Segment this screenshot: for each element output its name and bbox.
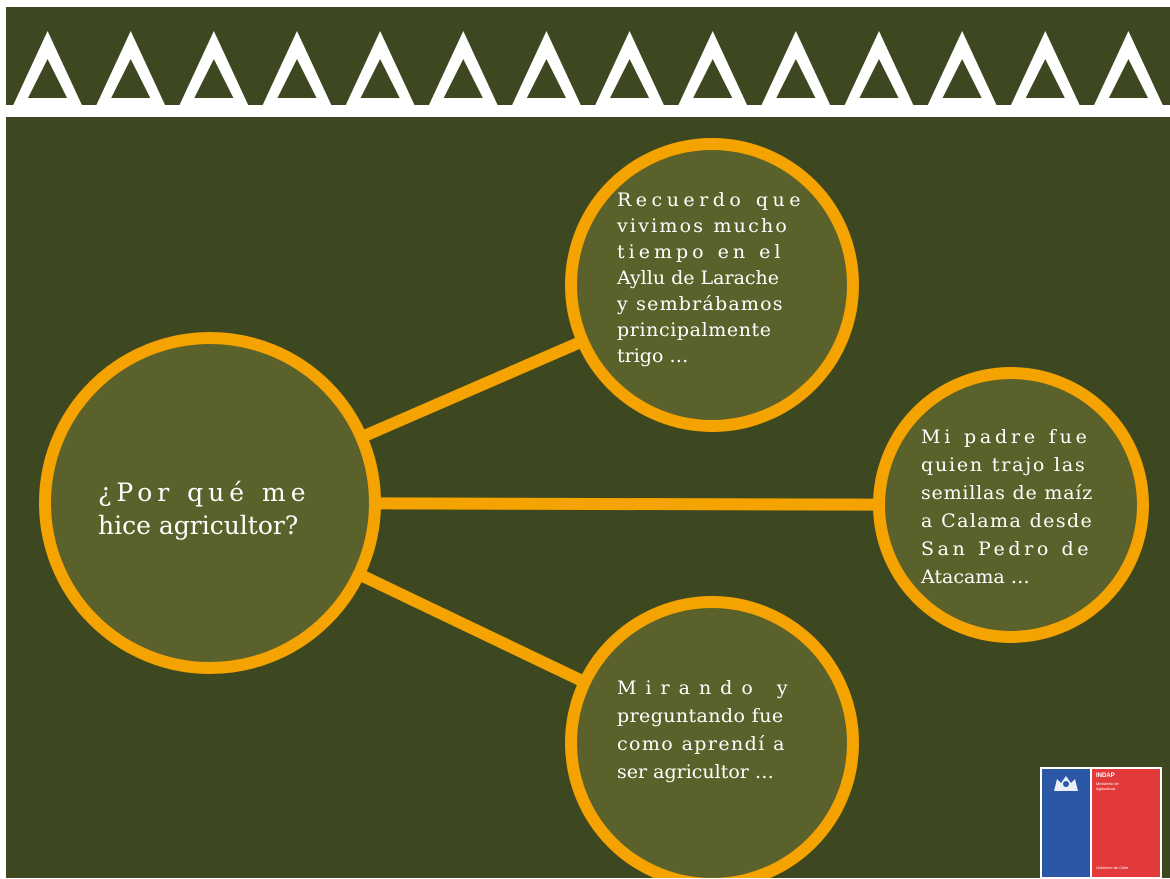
- border-triangle-hole: [526, 59, 566, 98]
- branch-node-3-text: Mirando y preguntando fue como aprendí a…: [617, 679, 807, 791]
- indap-logo: INDAP Ministerio de Agricultura Gobierno…: [1040, 767, 1162, 879]
- branch-2-line-4: a Calama desde: [921, 510, 1094, 532]
- logo-footer: Gobierno de Chile: [1096, 865, 1129, 870]
- border-triangle-hole: [443, 59, 483, 98]
- border-triangle-hole: [693, 59, 733, 98]
- branch-node-1-circle: [565, 138, 859, 432]
- branch-node-2-text: Mi padre fue quien trajo las semillas de…: [921, 428, 1111, 596]
- branch-2-line-5: San Pedro de: [921, 538, 1093, 560]
- branch-node-3-circle: [565, 596, 859, 878]
- border-triangle-hole: [360, 59, 400, 98]
- logo-subtitle: Ministerio de Agricultura: [1096, 781, 1119, 791]
- branch-1-line-2: vivimos mucho: [617, 215, 790, 237]
- slide-background: ¿Por qué me hice agricultor? Recuerdo qu…: [6, 7, 1170, 879]
- branch-1-line-4: Ayllu de Larache: [617, 267, 780, 289]
- branch-1-line-1: Recuerdo que: [617, 189, 806, 211]
- logo-red-panel: [1092, 769, 1160, 877]
- border-triangle-hole: [942, 59, 982, 98]
- branch-3-line-4: ser agricultor …: [617, 761, 774, 783]
- border-triangle-hole: [194, 59, 234, 98]
- node-circles: [39, 138, 1149, 878]
- border-triangle-hole: [610, 59, 650, 98]
- border-triangle-hole: [111, 59, 151, 98]
- border-triangle-hole: [28, 59, 68, 98]
- branch-3-line-3: como aprendí a: [617, 733, 786, 755]
- branch-1-line-3: tiempo en el: [617, 241, 785, 263]
- border-triangle-hole: [859, 59, 899, 98]
- branch-1-line-6: principalmente: [617, 319, 772, 341]
- mind-map: [6, 31, 1170, 878]
- branch-2-line-6: Atacama …: [921, 566, 1030, 588]
- center-line-2: hice agricultor?: [98, 511, 299, 540]
- branch-1-line-5: y sembrábamos: [617, 293, 784, 315]
- center-line-1: ¿Por qué me: [98, 478, 311, 507]
- border-triangle-hole: [1108, 59, 1148, 98]
- triangle-border-pattern: [6, 31, 1170, 117]
- center-node-circle: [39, 332, 381, 674]
- chile-coat-of-arms-icon: [1048, 773, 1084, 795]
- branch-2-line-2: quien trajo las: [921, 454, 1087, 476]
- logo-name: INDAP: [1096, 773, 1115, 779]
- border-triangle-hole: [1025, 59, 1065, 98]
- connector-lines: [357, 337, 881, 687]
- connector-line-1: [359, 337, 585, 442]
- branch-3-line-1: Mirando y: [617, 677, 797, 699]
- branch-3-line-2: preguntando fue: [617, 705, 784, 727]
- branch-node-2-circle: [873, 367, 1149, 643]
- border-triangle-hole: [776, 59, 816, 98]
- connector-line-2: [373, 497, 881, 511]
- branch-node-1-text: Recuerdo que vivimos mucho tiempo en el …: [617, 191, 805, 373]
- border-triangle-hole: [277, 59, 317, 98]
- connector-line-3: [357, 570, 587, 687]
- center-node-text: ¿Por qué me hice agricultor?: [98, 480, 316, 546]
- branch-1-line-7: trigo …: [617, 345, 689, 367]
- branch-2-line-3: semillas de maíz: [921, 482, 1094, 504]
- branch-2-line-1: Mi padre fue: [921, 426, 1091, 448]
